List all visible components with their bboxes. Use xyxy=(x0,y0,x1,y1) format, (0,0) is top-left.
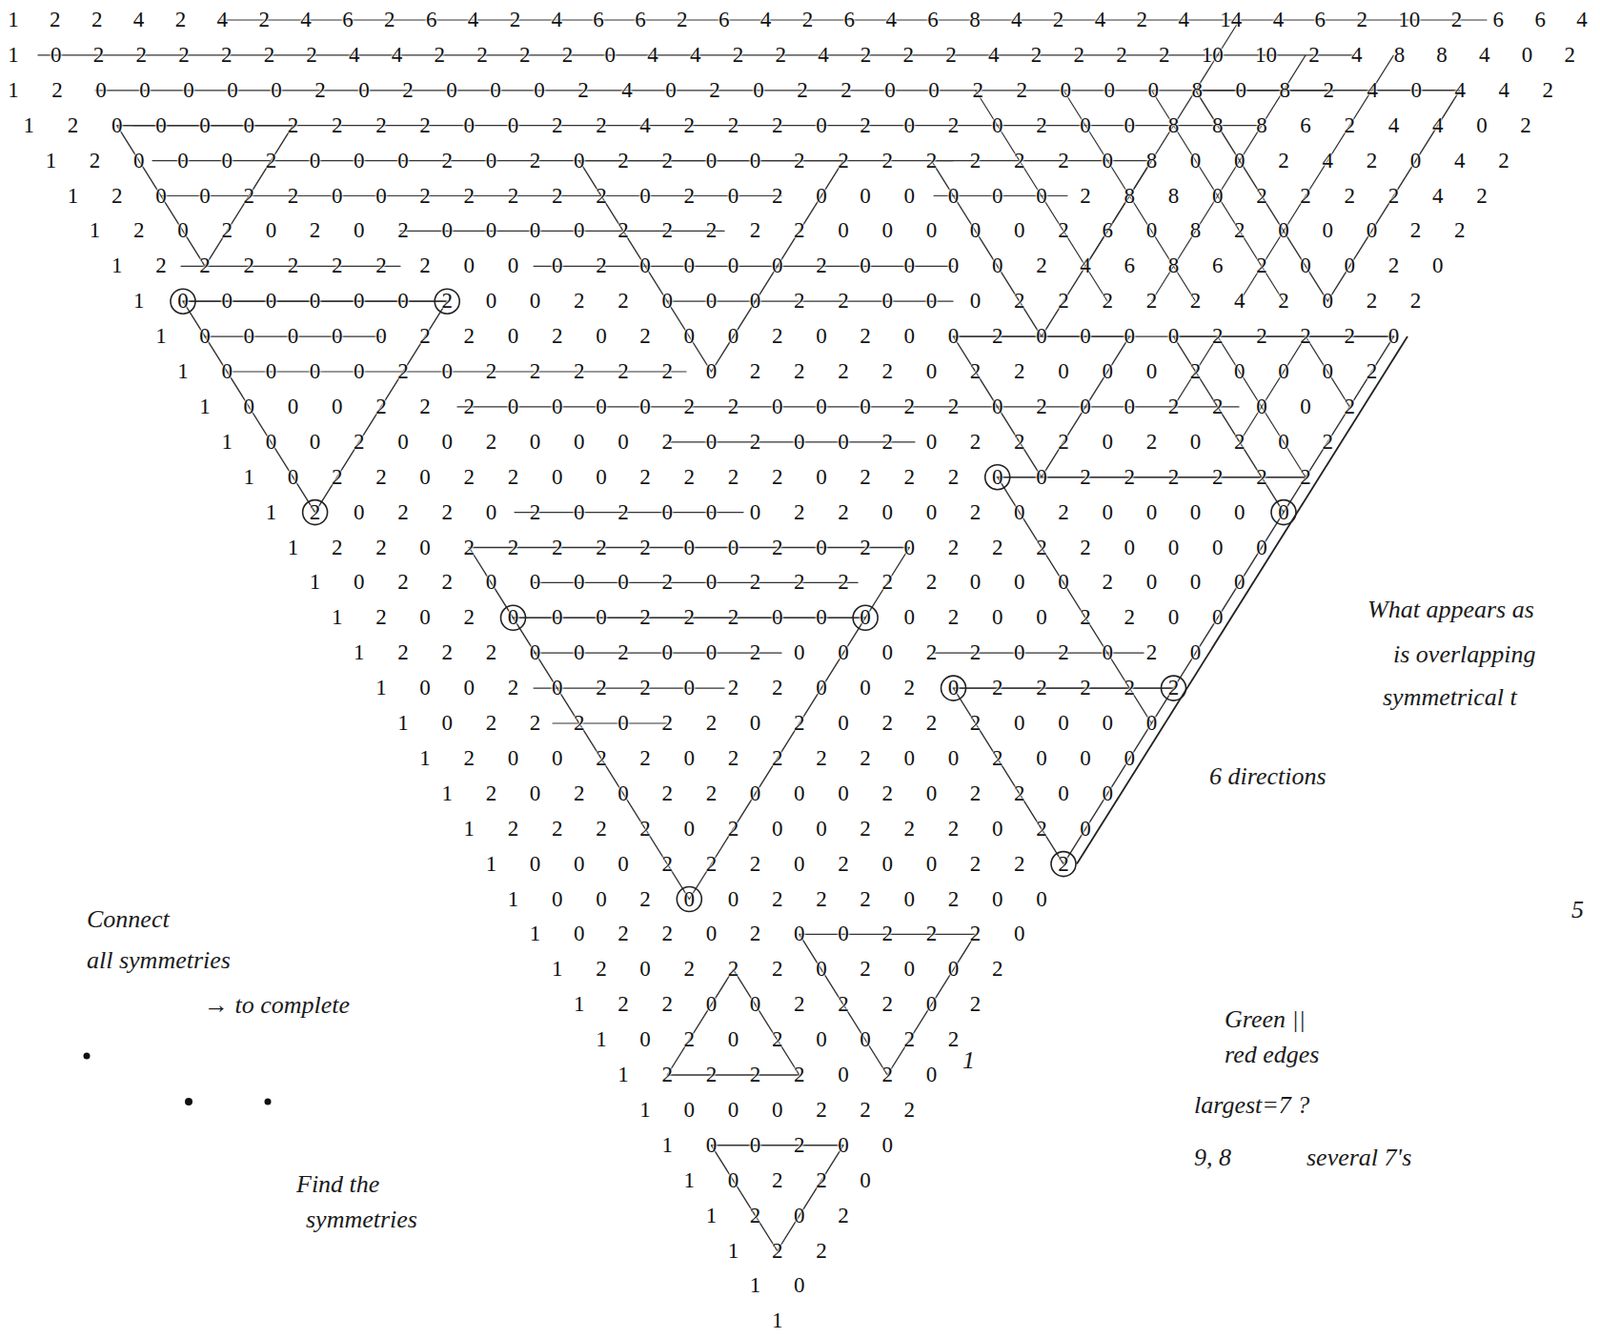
handwritten-note: 9, 8 xyxy=(1194,1143,1232,1173)
number-row: 1 2 2 4 2 4 2 4 6 2 6 4 2 4 6 6 2 6 4 2 … xyxy=(7,7,1588,33)
number-row: 1 0 0 0 0 2 0 2 2 2 2 2 0 2 2 2 2 0 2 2 … xyxy=(177,359,1378,385)
number-row: 1 2 0 0 0 0 2 2 2 2 0 0 2 2 4 2 2 2 0 2 … xyxy=(23,113,1532,139)
number-row: 1 xyxy=(771,1308,784,1334)
number-row: 1 0 0 2 0 0 2 0 0 0 2 0 2 0 0 2 0 2 2 2 … xyxy=(221,429,1334,455)
handwritten-note: Green || xyxy=(1224,1005,1306,1034)
note-dots xyxy=(83,1053,272,1107)
number-row: 1 2 0 2 2 0 2 0 2 0 0 0 2 2 0 0 2 0 2 0 … xyxy=(265,500,1290,526)
number-row: 1 2 2 2 2 0 2 0 0 2 2 2 0 2 0 xyxy=(464,816,1092,842)
number-row: 1 0 xyxy=(749,1273,806,1298)
number-row: 1 0 0 2 0 0 2 2 2 0 2 0 0 xyxy=(507,887,1048,912)
handwritten-note: 6 directions xyxy=(1209,762,1327,791)
number-row: 1 2 2 0 2 2 2 2 2 0 0 2 0 2 0 2 2 2 2 0 … xyxy=(287,535,1268,561)
number-row: 1 2 0 2 xyxy=(706,1203,850,1229)
number-row: 1 0 0 0 2 2 2 0 0 0 0 2 2 0 0 0 2 2 0 2 … xyxy=(199,394,1356,420)
number-row: 1 0 2 2 0 2 2 0 0 2 2 2 2 0 2 2 2 0 0 2 … xyxy=(243,465,1312,490)
number-row: 1 2 2 2 0 0 2 0 0 2 0 0 0 2 2 0 2 0 2 0 xyxy=(353,640,1201,666)
handwritten-note: is overlapping xyxy=(1393,640,1537,669)
dot xyxy=(83,1053,91,1060)
number-row: 1 0 2 0 2 0 0 2 2 xyxy=(595,1027,959,1053)
handwritten-note: 1 xyxy=(962,1046,975,1075)
number-row: 1 0 2 2 0 2 0 0 2 2 2 0 xyxy=(529,921,1026,947)
number-row: 1 2 0 2 0 2 0 2 0 0 0 0 2 2 2 2 2 0 0 0 … xyxy=(89,218,1466,244)
handwritten-note: What appears as xyxy=(1367,595,1535,625)
handwritten-note: symmetries xyxy=(305,1205,418,1235)
handwritten-note: several 7's xyxy=(1306,1143,1412,1173)
number-row: 1 0 0 2 0 2 2 0 2 2 0 0 2 0 2 2 2 2 2 xyxy=(375,675,1179,701)
number-row: 1 2 0 0 2 2 0 2 2 2 2 0 0 2 0 0 0 xyxy=(419,746,1135,771)
handwritten-note: 5 xyxy=(1571,895,1584,925)
number-row: 1 0 0 0 0 0 0 2 0 0 2 2 0 0 0 2 2 0 0 0 … xyxy=(133,288,1421,314)
number-row: 1 2 2 0 0 2 2 2 0 2 xyxy=(573,992,981,1017)
number-row: 1 2 0 0 0 0 0 2 0 2 0 0 0 2 4 0 2 0 2 2 … xyxy=(7,78,1554,103)
number-row: 1 2 0 0 0 2 0 0 0 2 0 2 0 2 2 0 0 2 2 2 … xyxy=(45,148,1510,174)
number-row: 1 2 2 2 2 2 2 2 0 0 0 2 0 0 0 0 2 0 0 0 … xyxy=(111,253,1444,279)
number-row: 1 2 0 0 2 2 0 0 2 2 2 2 2 0 2 0 2 0 0 0 … xyxy=(67,183,1488,209)
handwritten-note: Find the xyxy=(296,1170,380,1199)
number-row: 1 0 2 2 0 xyxy=(684,1168,871,1194)
number-row: 1 0 2 2 0 0 0 0 2 0 2 2 2 2 2 0 0 0 2 0 … xyxy=(309,569,1246,595)
number-row: 1 0 0 0 0 0 2 2 0 2 0 2 0 0 2 0 2 0 0 2 … xyxy=(155,324,1399,349)
number-row: 1 2 0 2 0 2 2 0 0 0 2 0 2 2 0 0 xyxy=(441,781,1114,807)
number-row: 1 0 2 2 2 0 2 2 0 2 0 2 2 2 0 0 0 0 xyxy=(397,710,1157,736)
handwritten-note: all symmetries xyxy=(86,946,231,975)
handwritten-note: → to complete xyxy=(203,991,350,1020)
handwritten-note: Connect xyxy=(86,905,170,934)
handwritten-note: red edges xyxy=(1224,1040,1319,1070)
handwritten-note: symmetrical t xyxy=(1382,683,1518,712)
number-row: 1 0 2 2 2 2 2 2 4 4 2 2 2 2 0 4 4 2 2 4 … xyxy=(7,42,1576,68)
number-row: 1 2 2 xyxy=(728,1238,828,1264)
number-row: 1 2 0 2 2 2 0 2 0 0 2 xyxy=(551,956,1004,982)
dot xyxy=(264,1098,272,1106)
number-row: 1 2 2 2 2 0 2 0 xyxy=(617,1062,937,1088)
number-row: 1 0 0 0 2 2 2 0 2 0 0 2 2 2 xyxy=(486,851,1070,877)
number-row: 1 2 0 2 0 0 0 2 2 2 0 0 0 0 2 0 0 2 2 0 … xyxy=(331,605,1224,630)
number-row: 1 0 0 0 2 2 2 xyxy=(639,1097,915,1123)
handwritten-note: largest=7 ? xyxy=(1194,1091,1310,1120)
number-row: 1 0 0 2 0 0 xyxy=(661,1133,893,1158)
dot xyxy=(184,1097,193,1106)
